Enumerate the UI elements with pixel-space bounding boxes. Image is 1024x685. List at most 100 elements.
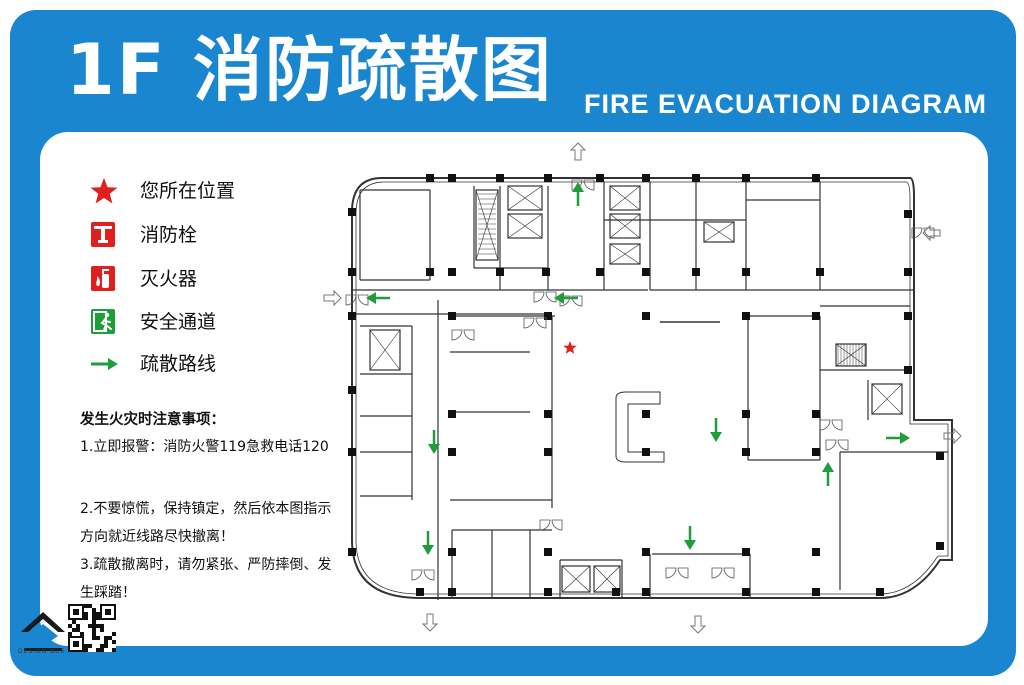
qr-module <box>108 636 112 640</box>
column <box>742 448 750 456</box>
exit-outline-shape <box>421 613 439 632</box>
door-swing <box>463 329 475 341</box>
column <box>812 410 820 418</box>
exit-outline-arrow <box>421 613 439 632</box>
qr-module <box>104 644 108 648</box>
qr-module <box>92 608 96 612</box>
column <box>876 588 884 596</box>
column <box>692 174 700 182</box>
shaft-cross <box>593 565 621 593</box>
qr-module <box>96 624 100 628</box>
door-swing <box>923 227 935 239</box>
qr-module <box>96 612 100 616</box>
qr-finder-center <box>73 609 79 615</box>
evacuation-arrow-head <box>684 540 696 550</box>
column <box>642 312 650 320</box>
exit-outline-arrow <box>943 427 962 445</box>
column <box>448 268 456 276</box>
qr-finder <box>68 636 84 652</box>
qr-module <box>112 640 116 644</box>
qr-code <box>68 604 116 652</box>
column <box>448 548 456 556</box>
logo-text: DESIGN BOX <box>18 648 66 655</box>
plan-you-are-here <box>563 341 577 354</box>
column <box>904 312 912 320</box>
note-item: 3.疏散撤离时，请勿紧张、严防摔倒、发生踩踏！ <box>80 557 332 601</box>
qr-module <box>92 612 96 616</box>
title-cn: 1F 消防疏散图 <box>66 29 553 111</box>
evacuation-arrow-head <box>822 462 834 472</box>
door-swing <box>825 439 837 451</box>
column <box>642 588 650 596</box>
shaft <box>507 213 543 239</box>
evacuation-arrow-head <box>428 444 440 454</box>
column <box>416 588 424 596</box>
column <box>742 174 750 182</box>
legend-label: 消防栓 <box>140 224 198 246</box>
shaft <box>609 243 641 265</box>
column <box>426 174 434 182</box>
column <box>348 386 356 394</box>
column <box>348 268 356 276</box>
door-swing <box>545 291 557 303</box>
evacuation-arrow <box>572 182 584 206</box>
plan-walls <box>351 177 953 600</box>
door-swing <box>665 567 677 579</box>
column <box>904 268 912 276</box>
qr-module <box>100 628 104 632</box>
qr-module <box>84 644 88 648</box>
door-swing <box>583 179 595 191</box>
column <box>642 448 650 456</box>
qr-module <box>96 616 100 620</box>
qr-module <box>68 624 72 628</box>
qr-module <box>84 612 88 616</box>
reception-desk <box>615 391 665 463</box>
qr-module <box>92 620 96 624</box>
exit-outline-shape <box>323 289 342 307</box>
shaft-cross <box>609 185 641 211</box>
door-swing <box>551 519 563 531</box>
qr-finder-center <box>105 609 111 615</box>
door-swing <box>357 294 369 306</box>
shaft <box>703 221 735 243</box>
door-swing <box>571 295 583 307</box>
shaft <box>593 565 621 593</box>
door-swing <box>677 567 689 579</box>
evacuation-arrow-head <box>710 432 722 442</box>
column <box>742 312 750 320</box>
column <box>348 312 356 320</box>
column <box>612 588 620 596</box>
notes-heading: 发生火灾时注意事项： <box>80 412 225 428</box>
shaft-cross <box>871 383 903 415</box>
qr-module <box>92 624 96 628</box>
exit-outline-arrow <box>922 224 941 242</box>
column <box>742 588 750 596</box>
qr-module <box>92 628 96 632</box>
content-panel <box>40 132 988 646</box>
column <box>692 268 700 276</box>
column <box>812 448 820 456</box>
shaft <box>475 189 499 261</box>
shaft <box>609 185 641 211</box>
column <box>544 312 552 320</box>
qr-module <box>76 628 80 632</box>
column <box>544 588 552 596</box>
shaft-cross <box>475 189 499 261</box>
column <box>816 268 824 276</box>
door-swing <box>523 317 535 329</box>
evacuation-arrow-head <box>422 545 434 555</box>
title-en: FIRE EVACUATION DIAGRAM <box>584 89 987 119</box>
exit-outline-shape <box>943 427 962 445</box>
evacuation-arrow <box>422 531 434 555</box>
door-swing <box>837 439 849 451</box>
evacuation-arrow <box>428 430 440 454</box>
door-swing <box>533 291 545 303</box>
column <box>348 548 356 556</box>
column <box>742 268 750 276</box>
qr-module <box>84 616 88 620</box>
door-swing <box>451 329 463 341</box>
column <box>642 548 650 556</box>
shaft-cross <box>561 565 591 593</box>
plan-exit-arrows <box>323 142 962 634</box>
